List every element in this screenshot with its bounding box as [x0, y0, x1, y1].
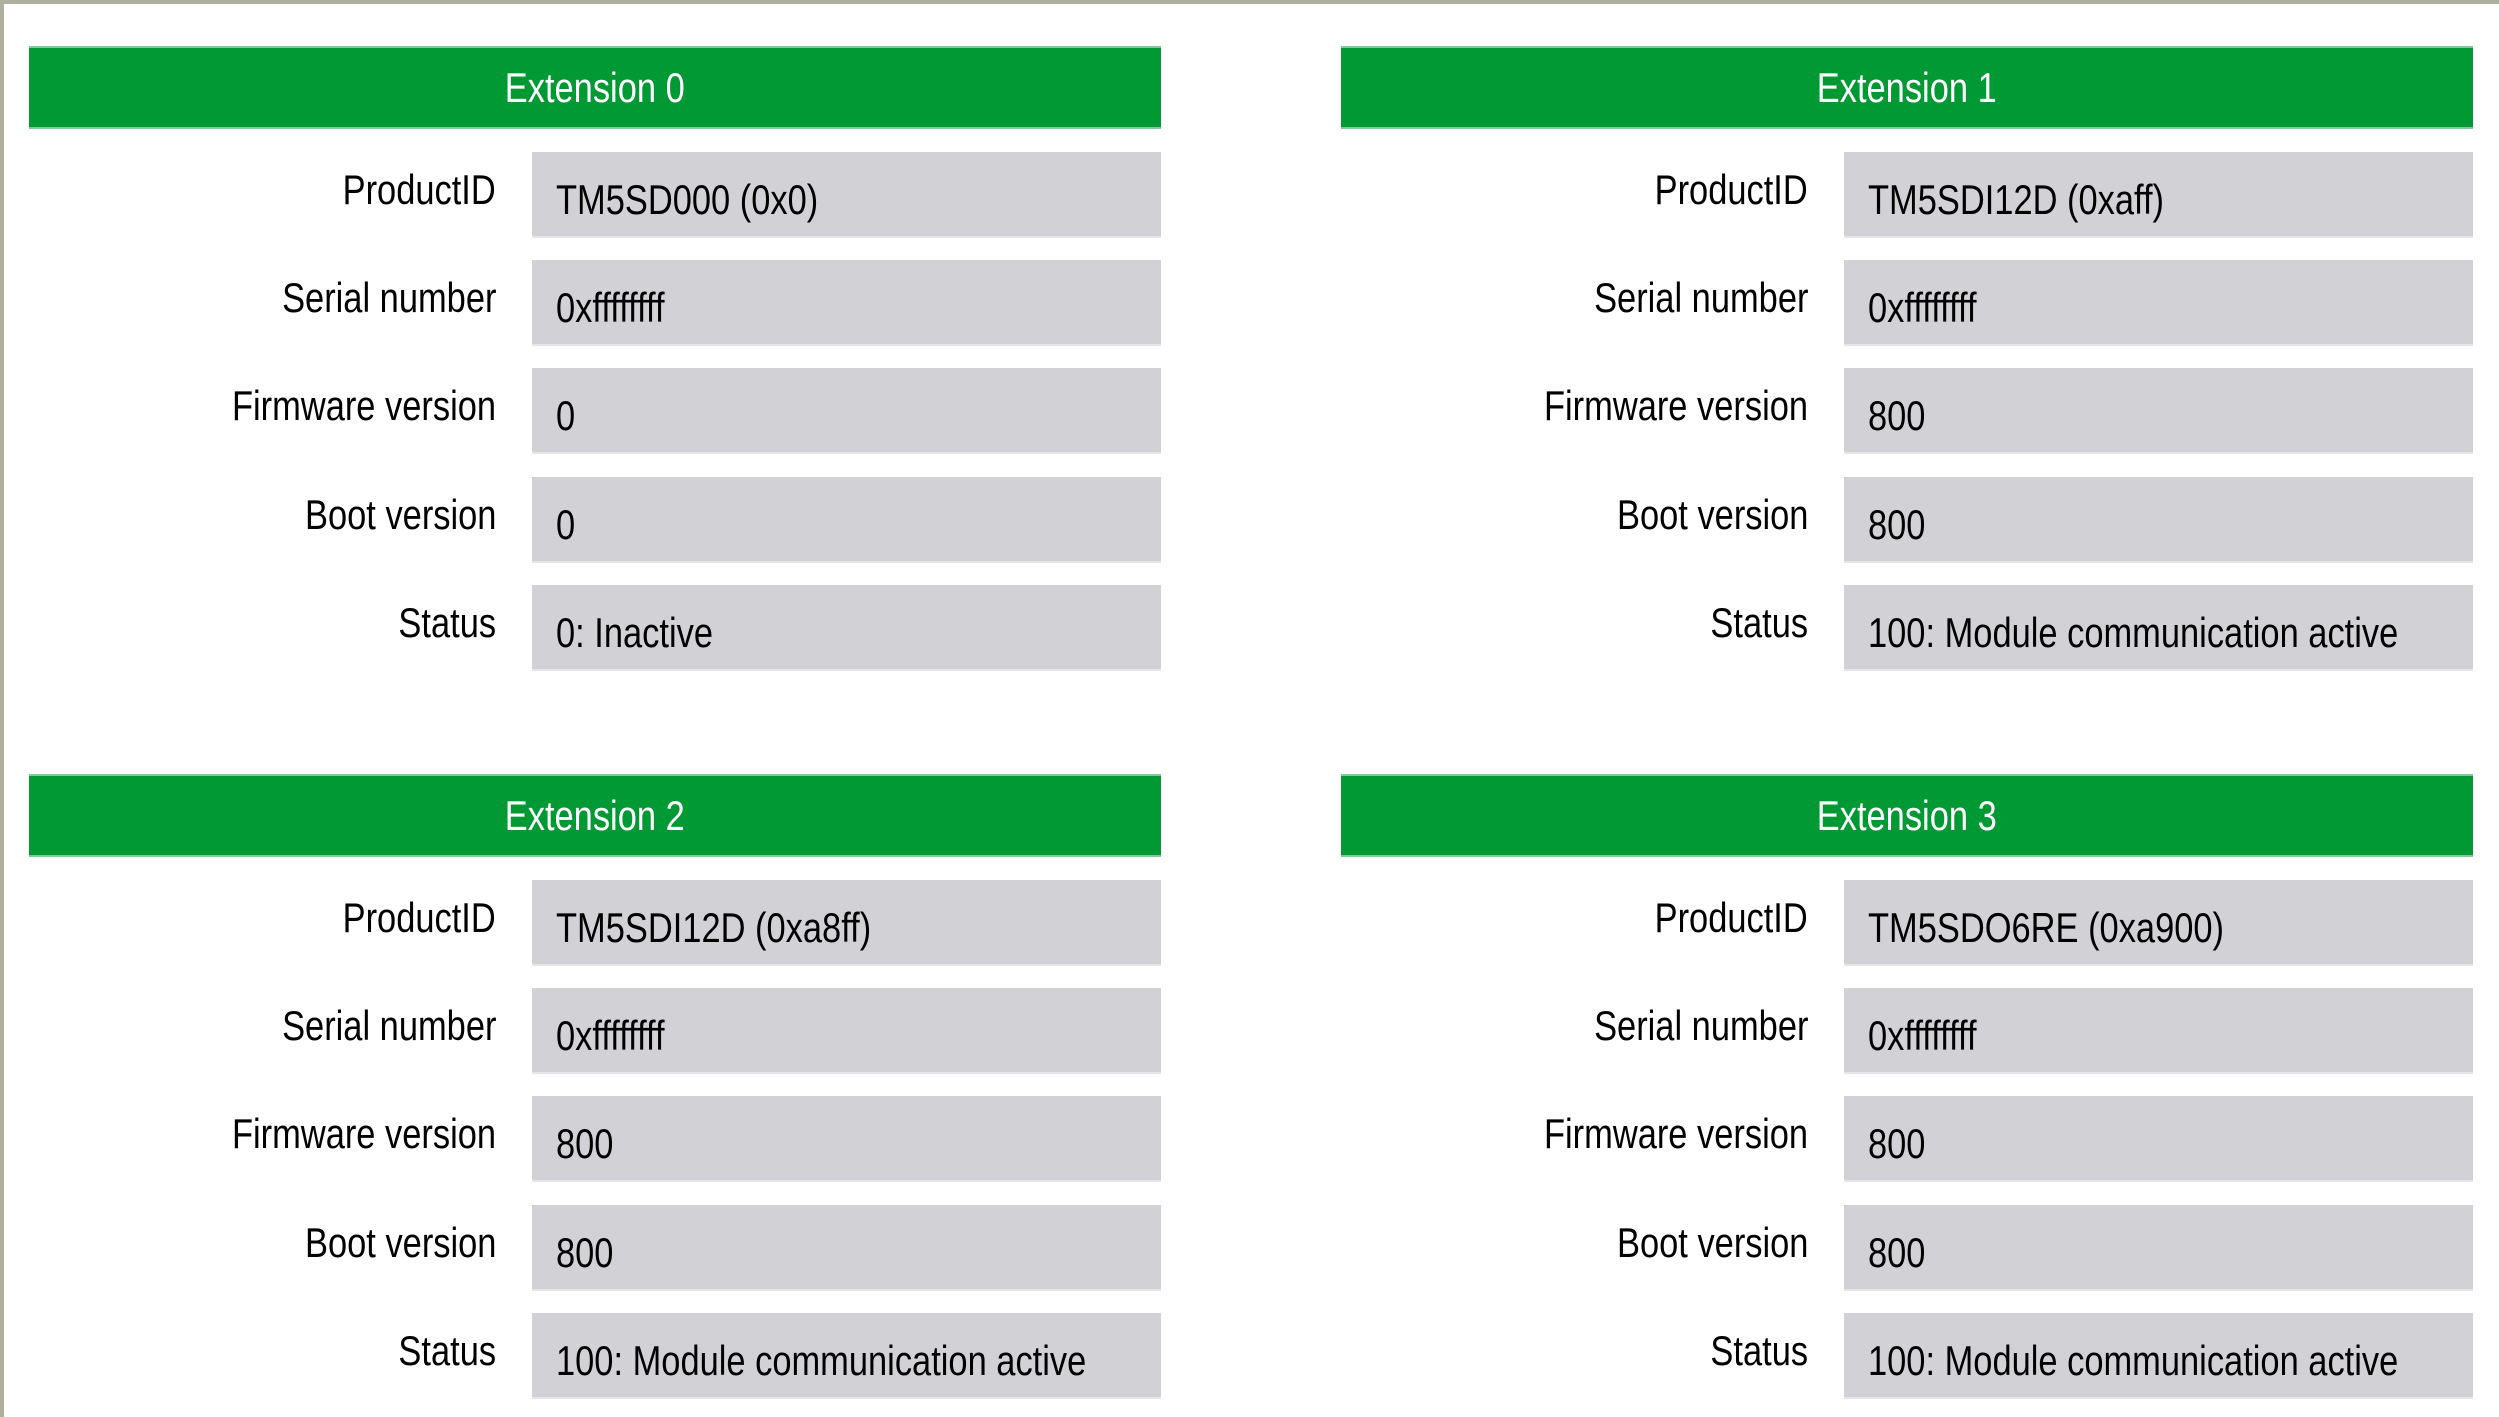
status-row: Status 0: Inactive [29, 585, 1161, 671]
product-id-field: TM5SDI12D (0xa8ff) [532, 880, 1161, 966]
firmware-version-field: 0 [532, 368, 1161, 454]
product-id-row: ProductID TM5SDI12D (0xaff) [1341, 152, 2473, 238]
boot-version-label: Boot version [304, 491, 496, 538]
status-label: Status [1710, 599, 1808, 646]
boot-version-field: 800 [1844, 477, 2473, 563]
boot-version-row: Boot version 800 [1341, 477, 2473, 563]
firmware-version-label: Firmware version [1543, 382, 1808, 429]
status-value: 0: Inactive [556, 609, 713, 656]
serial-number-field: 0xffffffff [532, 260, 1161, 346]
window-frame-top [0, 0, 2499, 4]
serial-number-row: Serial number 0xffffffff [29, 260, 1161, 346]
serial-number-field: 0xffffffff [1844, 988, 2473, 1074]
firmware-version-row: Firmware version 0 [29, 368, 1161, 454]
serial-number-value: 0xffffffff [556, 284, 665, 331]
boot-version-field: 800 [532, 1205, 1161, 1291]
boot-version-value: 800 [1868, 501, 1926, 548]
serial-number-label: Serial number [1593, 1002, 1808, 1049]
firmware-version-value: 800 [556, 1120, 614, 1167]
status-value: 100: Module communication active [556, 1337, 1087, 1384]
product-id-row: ProductID TM5SD000 (0x0) [29, 152, 1161, 238]
firmware-version-field: 800 [1844, 1096, 2473, 1182]
firmware-version-row: Firmware version 800 [1341, 1096, 2473, 1182]
boot-version-label: Boot version [1616, 1219, 1808, 1266]
product-id-label: ProductID [1654, 166, 1808, 213]
status-label: Status [398, 1327, 496, 1374]
firmware-version-label: Firmware version [231, 382, 496, 429]
serial-number-label: Serial number [281, 1002, 496, 1049]
status-value: 100: Module communication active [1868, 1337, 2399, 1384]
serial-number-value: 0xffffffff [1868, 1012, 1977, 1059]
serial-number-field: 0xffffffff [532, 988, 1161, 1074]
status-field: 100: Module communication active [532, 1313, 1161, 1399]
product-id-label: ProductID [342, 894, 496, 941]
serial-number-label: Serial number [281, 274, 496, 321]
status-row: Status 100: Module communication active [1341, 1313, 2473, 1399]
extension-header: Extension 3 [1341, 774, 2473, 857]
firmware-version-field: 800 [1844, 368, 2473, 454]
extension-title: Extension 2 [505, 791, 685, 839]
boot-version-field: 0 [532, 477, 1161, 563]
product-id-value: TM5SDI12D (0xaff) [1868, 176, 2165, 223]
status-row: Status 100: Module communication active [29, 1313, 1161, 1399]
serial-number-field: 0xffffffff [1844, 260, 2473, 346]
serial-number-row: Serial number 0xffffffff [1341, 260, 2473, 346]
status-value: 100: Module communication active [1868, 609, 2399, 656]
firmware-version-field: 800 [532, 1096, 1161, 1182]
serial-number-label: Serial number [1593, 274, 1808, 321]
extension-title: Extension 0 [505, 63, 685, 111]
boot-version-row: Boot version 800 [1341, 1205, 2473, 1291]
firmware-version-row: Firmware version 800 [1341, 368, 2473, 454]
firmware-version-value: 800 [1868, 1120, 1926, 1167]
boot-version-value: 0 [556, 501, 576, 548]
status-field: 100: Module communication active [1844, 585, 2473, 671]
product-id-field: TM5SDO6RE (0xa900) [1844, 880, 2473, 966]
product-id-label: ProductID [342, 166, 496, 213]
serial-number-row: Serial number 0xffffffff [1341, 988, 2473, 1074]
firmware-version-label: Firmware version [231, 1110, 496, 1157]
boot-version-label: Boot version [1616, 491, 1808, 538]
extension-title: Extension 3 [1817, 791, 1997, 839]
product-id-label: ProductID [1654, 894, 1808, 941]
product-id-field: TM5SD000 (0x0) [532, 152, 1161, 238]
status-label: Status [1710, 1327, 1808, 1374]
product-id-value: TM5SDO6RE (0xa900) [1868, 904, 2225, 951]
serial-number-value: 0xffffffff [1868, 284, 1977, 331]
product-id-row: ProductID TM5SDI12D (0xa8ff) [29, 880, 1161, 966]
boot-version-value: 800 [1868, 1229, 1926, 1276]
firmware-version-value: 0 [556, 392, 576, 439]
boot-version-label: Boot version [304, 1219, 496, 1266]
extension-header: Extension 0 [29, 46, 1161, 129]
boot-version-row: Boot version 800 [29, 1205, 1161, 1291]
status-label: Status [398, 599, 496, 646]
extension-header: Extension 1 [1341, 46, 2473, 129]
serial-number-row: Serial number 0xffffffff [29, 988, 1161, 1074]
firmware-version-row: Firmware version 800 [29, 1096, 1161, 1182]
product-id-field: TM5SDI12D (0xaff) [1844, 152, 2473, 238]
boot-version-field: 800 [1844, 1205, 2473, 1291]
extension-header: Extension 2 [29, 774, 1161, 857]
status-field: 0: Inactive [532, 585, 1161, 671]
product-id-value: TM5SD000 (0x0) [556, 176, 819, 223]
status-field: 100: Module communication active [1844, 1313, 2473, 1399]
firmware-version-label: Firmware version [1543, 1110, 1808, 1157]
extension-title: Extension 1 [1817, 63, 1997, 111]
boot-version-row: Boot version 0 [29, 477, 1161, 563]
status-row: Status 100: Module communication active [1341, 585, 2473, 671]
window-frame-left [0, 0, 4, 1417]
product-id-row: ProductID TM5SDO6RE (0xa900) [1341, 880, 2473, 966]
boot-version-value: 800 [556, 1229, 614, 1276]
serial-number-value: 0xffffffff [556, 1012, 665, 1059]
product-id-value: TM5SDI12D (0xa8ff) [556, 904, 872, 951]
firmware-version-value: 800 [1868, 392, 1926, 439]
